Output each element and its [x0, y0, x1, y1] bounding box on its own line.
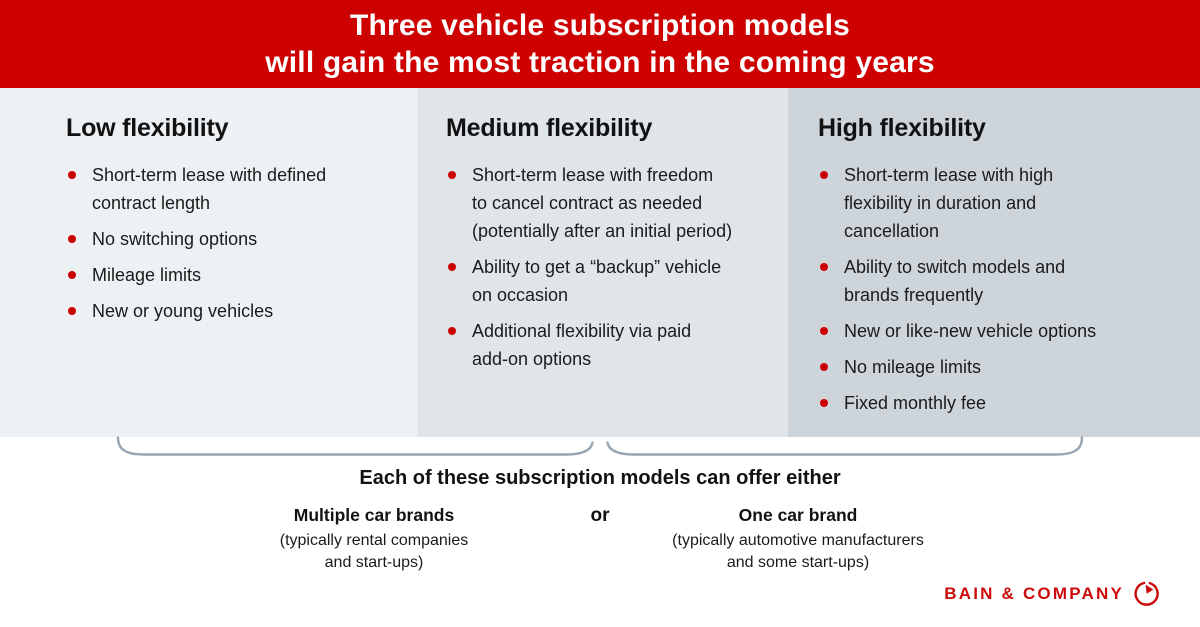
- bullet-item: Short-term lease with freedom to cancel …: [446, 161, 772, 245]
- option-right-title: One car brand: [738, 505, 858, 525]
- title-banner: Three vehicle subscription models will g…: [0, 0, 1200, 88]
- bullet-list-low: Short-term lease with defined contract l…: [66, 161, 398, 325]
- column-heading-high: High flexibility: [818, 114, 986, 142]
- curly-brace-icon: [116, 436, 1084, 456]
- bullet-item: Short-term lease with defined contract l…: [66, 161, 398, 217]
- or-label: or: [590, 505, 610, 526]
- bullet-list-medium: Short-term lease with freedom to cancel …: [446, 161, 772, 373]
- footer-lead-text: Each of these subscription models can of…: [359, 467, 841, 489]
- bullet-item: New or like-new vehicle options: [818, 317, 1184, 345]
- column-low-flexibility: Low flexibility Short-term lease with de…: [0, 88, 418, 437]
- bullet-item: Ability to get a “backup” vehicle on occ…: [446, 253, 772, 309]
- flexibility-columns: Low flexibility Short-term lease with de…: [0, 88, 1200, 437]
- bullet-item: Fixed monthly fee: [818, 389, 1184, 417]
- option-multiple-brands: Multiple car brands (typically rental co…: [218, 503, 530, 573]
- option-left-subtitle: (typically rental companies and start-up…: [279, 532, 469, 571]
- bullet-item: Additional flexibility via paid add-on o…: [446, 317, 772, 373]
- column-high-flexibility: High flexibility Short-term lease with h…: [788, 88, 1200, 437]
- bullet-item: Ability to switch models and brands freq…: [818, 253, 1184, 309]
- column-medium-flexibility: Medium flexibility Short-term lease with…: [418, 88, 788, 437]
- brand-logo: BAIN & COMPANY: [944, 580, 1160, 607]
- column-heading-low: Low flexibility: [66, 114, 229, 142]
- bullet-item: No switching options: [66, 225, 398, 253]
- option-one-brand: One car brand (typically automotive manu…: [622, 503, 974, 573]
- column-heading-medium: Medium flexibility: [446, 114, 653, 142]
- bullet-item: No mileage limits: [818, 353, 1184, 381]
- page-title-line1: Three vehicle subscription models: [349, 9, 851, 42]
- bullet-list-high: Short-term lease with high flexibility i…: [818, 161, 1184, 417]
- option-left-title: Multiple car brands: [293, 505, 455, 525]
- bullet-item: New or young vehicles: [66, 297, 398, 325]
- bain-compass-icon: [1134, 581, 1159, 606]
- page-title-line2: will gain the most traction in the comin…: [265, 46, 935, 79]
- option-right-subtitle: (typically automotive manufacturers and …: [672, 532, 924, 571]
- brand-logo-text: BAIN & COMPANY: [944, 583, 1124, 603]
- bullet-item: Short-term lease with high flexibility i…: [818, 161, 1184, 245]
- bullet-item: Mileage limits: [66, 261, 398, 289]
